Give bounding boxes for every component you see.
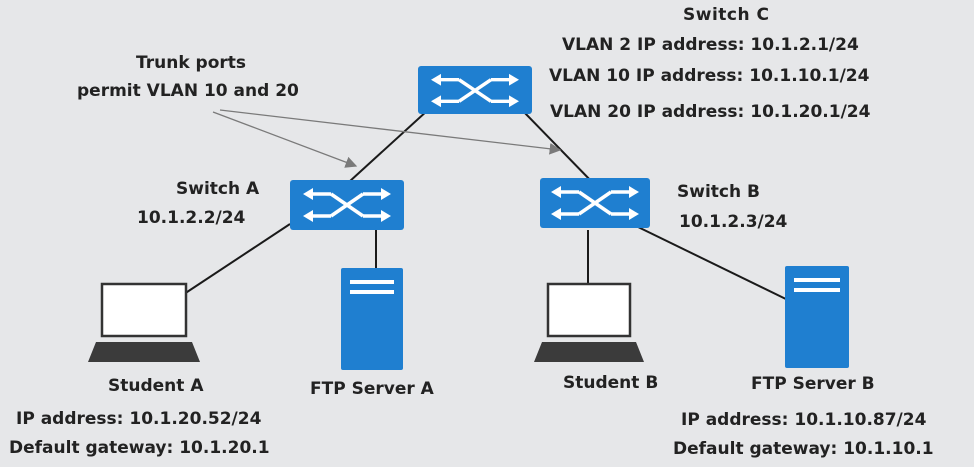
links xyxy=(177,109,793,303)
switch-c-title: Switch C xyxy=(683,5,770,25)
switch-c-icon xyxy=(418,66,532,114)
link-b-ftp xyxy=(635,225,793,303)
ftp-server-a-name: FTP Server A xyxy=(310,379,434,399)
ftp-server-b-ip: IP address: 10.1.10.87/24 xyxy=(681,410,927,430)
student-a-laptop-icon xyxy=(88,282,200,362)
trunk-label-line1: Trunk ports xyxy=(136,53,247,73)
student-a-ip: IP address: 10.1.20.52/24 xyxy=(16,409,262,429)
ftp-server-b-icon xyxy=(785,266,849,368)
trunk-arrows xyxy=(212,109,562,168)
switch-b-name: Switch B xyxy=(677,182,760,202)
switch-a-icon xyxy=(290,180,404,230)
switch-a-ip: 10.1.2.2/24 xyxy=(137,208,246,228)
ftp-server-a-icon xyxy=(341,268,403,370)
link-c-a xyxy=(337,109,429,193)
switch-b-ip: 10.1.2.3/24 xyxy=(679,212,788,232)
student-a-name: Student A xyxy=(108,376,204,396)
student-b-name: Student B xyxy=(563,373,659,393)
switch-c-vlan20-ip: VLAN 20 IP address: 10.1.20.1/24 xyxy=(550,102,871,122)
student-a-gateway: Default gateway: 10.1.20.1 xyxy=(9,438,270,458)
switch-c-vlan10-ip: VLAN 10 IP address: 10.1.10.1/24 xyxy=(549,66,870,86)
switch-c-vlan2-ip: VLAN 2 IP address: 10.1.2.1/24 xyxy=(562,35,859,55)
link-a-student xyxy=(177,223,291,299)
ftp-server-b-name: FTP Server B xyxy=(751,374,875,394)
switch-a-name: Switch A xyxy=(176,179,260,199)
student-b-laptop-icon xyxy=(534,282,644,362)
ftp-server-b-gateway: Default gateway: 10.1.10.1 xyxy=(673,439,934,459)
switch-b-icon xyxy=(540,178,650,228)
trunk-label-line2: permit VLAN 10 and 20 xyxy=(77,81,299,101)
